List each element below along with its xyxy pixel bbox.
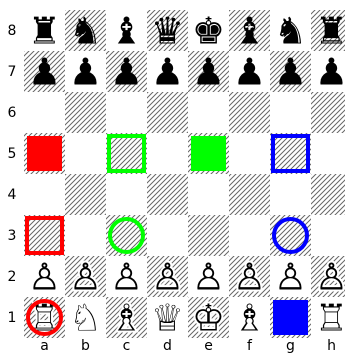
piece-bP-g7[interactable]: ♟: [274, 51, 307, 94]
square-d5: [147, 133, 188, 174]
square-e3: [188, 215, 229, 256]
square-g5: [270, 133, 311, 174]
rank-label: 2: [4, 269, 20, 285]
file-label: e: [188, 338, 229, 354]
square-b4: [65, 174, 106, 215]
piece-wB-f1[interactable]: ♗: [233, 297, 266, 340]
piece-wP-b2[interactable]: ♙: [69, 256, 102, 299]
square-e6: [188, 92, 229, 133]
piece-bP-c7[interactable]: ♟: [110, 51, 143, 94]
square-b6: [65, 92, 106, 133]
rank-label: 1: [4, 310, 20, 326]
piece-bR-h8[interactable]: ♜: [315, 10, 345, 53]
rank-label: 4: [4, 187, 20, 203]
piece-bP-f7[interactable]: ♟: [233, 51, 266, 94]
piece-bP-h7[interactable]: ♟: [315, 51, 345, 94]
highlight-a5: [27, 136, 62, 171]
square-g6: [270, 92, 311, 133]
piece-bP-e7[interactable]: ♟: [192, 51, 225, 94]
piece-bN-b8[interactable]: ♞: [69, 10, 102, 53]
square-c6: [106, 92, 147, 133]
piece-wP-g2[interactable]: ♙: [274, 256, 307, 299]
piece-wR-h1[interactable]: ♖: [315, 297, 345, 340]
square-f6: [229, 92, 270, 133]
piece-wK-e1[interactable]: ♔: [192, 297, 225, 340]
piece-wP-a2[interactable]: ♙: [28, 256, 61, 299]
square-a4: [24, 174, 65, 215]
piece-bP-a7[interactable]: ♟: [28, 51, 61, 94]
square-d6: [147, 92, 188, 133]
square-a3: [24, 215, 65, 256]
file-label: h: [311, 338, 345, 354]
square-a6: [24, 92, 65, 133]
square-h4: [311, 174, 345, 215]
file-label: f: [229, 338, 270, 354]
piece-wP-e2[interactable]: ♙: [192, 256, 225, 299]
piece-bQ-d8[interactable]: ♛: [151, 10, 184, 53]
piece-wP-c2[interactable]: ♙: [110, 256, 143, 299]
square-c5: [106, 133, 147, 174]
rank-label: 6: [4, 105, 20, 121]
square-b3: [65, 215, 106, 256]
piece-wP-d2[interactable]: ♙: [151, 256, 184, 299]
square-f5: [229, 133, 270, 174]
square-d4: [147, 174, 188, 215]
rank-label: 5: [4, 146, 20, 162]
square-g4: [270, 174, 311, 215]
square-c4: [106, 174, 147, 215]
piece-bR-a8[interactable]: ♜: [28, 10, 61, 53]
square-e4: [188, 174, 229, 215]
highlight-e5: [191, 136, 226, 171]
square-f4: [229, 174, 270, 215]
square-h6: [311, 92, 345, 133]
piece-wP-f2[interactable]: ♙: [233, 256, 266, 299]
piece-bN-g8[interactable]: ♞: [274, 10, 307, 53]
file-label: d: [147, 338, 188, 354]
highlight-g1: [273, 300, 308, 335]
square-h3: [311, 215, 345, 256]
file-label: c: [106, 338, 147, 354]
square-d3: [147, 215, 188, 256]
piece-wP-h2[interactable]: ♙: [315, 256, 345, 299]
square-b5: [65, 133, 106, 174]
piece-bP-b7[interactable]: ♟: [69, 51, 102, 94]
piece-bB-f8[interactable]: ♝: [233, 10, 266, 53]
square-c3: [106, 215, 147, 256]
file-label: b: [65, 338, 106, 354]
rank-label: 3: [4, 228, 20, 244]
file-label: g: [270, 338, 311, 354]
piece-bP-d7[interactable]: ♟: [151, 51, 184, 94]
square-f3: [229, 215, 270, 256]
piece-wN-b1[interactable]: ♘: [69, 297, 102, 340]
piece-wQ-d1[interactable]: ♕: [151, 297, 184, 340]
square-g3: [270, 215, 311, 256]
file-label: a: [24, 338, 65, 354]
piece-bB-c8[interactable]: ♝: [110, 10, 143, 53]
piece-wB-c1[interactable]: ♗: [110, 297, 143, 340]
square-h5: [311, 133, 345, 174]
rank-label: 7: [4, 64, 20, 80]
rank-label: 8: [4, 23, 20, 39]
piece-bK-e8[interactable]: ♚: [192, 10, 225, 53]
